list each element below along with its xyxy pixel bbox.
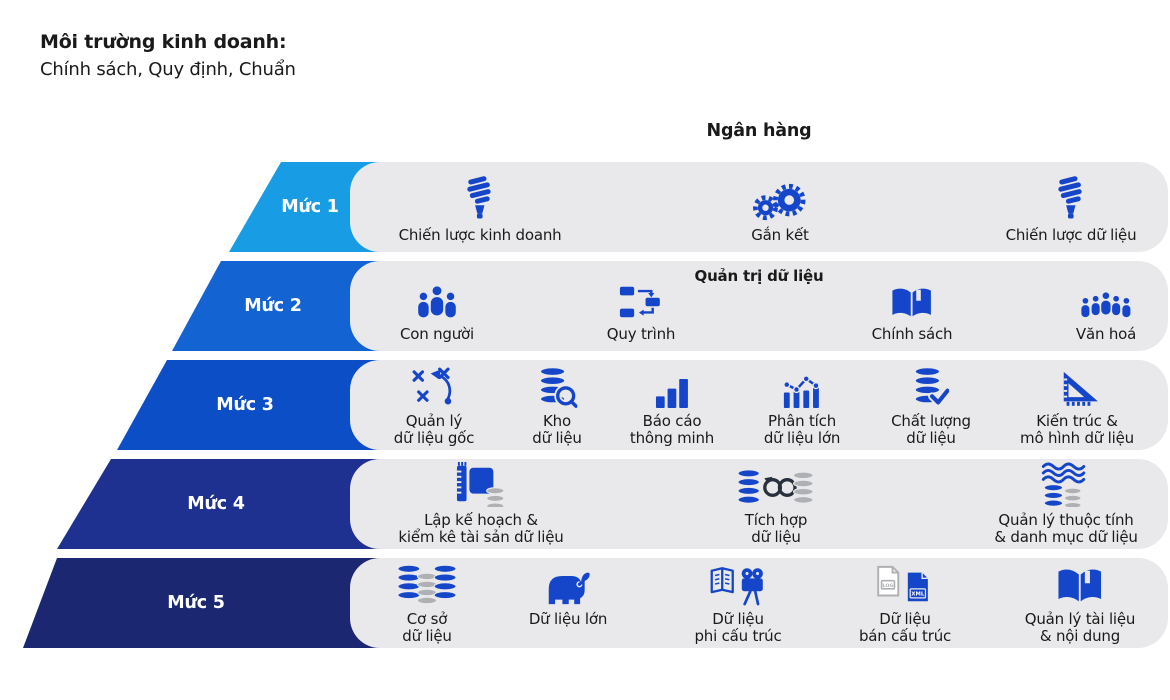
level-2-label: Mức 2 xyxy=(244,296,302,316)
book-camera-icon xyxy=(707,560,769,606)
capability-item: Kho dữ liệu xyxy=(532,360,582,447)
capability-item: Phân tích dữ liệu lớn xyxy=(764,360,840,446)
capability-label: Báo cáo thông minh xyxy=(629,412,715,447)
gears-icon xyxy=(752,165,809,222)
capability-item: Chiến lược dữ liệu xyxy=(1006,162,1137,244)
svg-text:LOG: LOG xyxy=(883,583,894,589)
chart-analytics-icon xyxy=(781,362,822,408)
capability-item: Văn hoá xyxy=(1076,261,1136,343)
svg-text:XML: XML xyxy=(911,592,924,598)
bank-label: Ngân hàng xyxy=(706,121,812,141)
level-1-label: Mức 1 xyxy=(281,197,339,217)
capability-label: Chiến lược kinh doanh xyxy=(398,226,562,244)
db-check-icon xyxy=(913,362,949,408)
capability-label: Kiến trúc & mô hình dữ liệu xyxy=(1020,412,1134,447)
attribute-mgmt-icon xyxy=(1039,461,1093,507)
data-governance-title: Quản trị dữ liệu xyxy=(694,267,824,285)
capability-label: Chiến lược dữ liệu xyxy=(1005,226,1137,244)
level-4-label: Mức 4 xyxy=(187,494,245,514)
level-5-label: Mức 5 xyxy=(167,593,225,613)
bar-chart-icon xyxy=(654,362,691,408)
level-4-items: Lập kế hoạch & kiểm kê tài sản dữ liệu Tí… xyxy=(0,459,1170,549)
capability-item: Con người xyxy=(400,261,474,343)
people-5-icon xyxy=(1079,264,1133,321)
capability-item: LOG XML Dữ liệu bán cấu trúc xyxy=(859,558,951,644)
capability-label: Tích hợp dữ liệu xyxy=(744,511,808,546)
capability-label: Chất lượng dữ liệu xyxy=(891,412,971,447)
capability-label: Dữ liệu bán cấu trúc xyxy=(858,610,952,645)
capability-item: Dữ liệu phi cấu trúc xyxy=(694,558,782,645)
capability-label: Cơ sở dữ liệu xyxy=(402,610,452,645)
capability-item: Kiến trúc & mô hình dữ liệu xyxy=(1020,360,1134,446)
capability-item: Cơ sở dữ liệu xyxy=(396,558,458,644)
level-5-items: Cơ sở dữ liệu Dữ liệu lớn Dữ liệu phi cấu … xyxy=(0,558,1170,648)
databases-icon xyxy=(396,560,458,606)
level-3-items: Quản lý dữ liệu gốc Kho dữ liệu Báo cáo th… xyxy=(0,360,1170,450)
capability-item: Quản lý dữ liệu gốc xyxy=(394,360,474,446)
business-environment-note: Môi trường kinh doanh: Chính sách, Quy đ… xyxy=(40,30,296,83)
capability-item: Dữ liệu lớn xyxy=(529,558,607,628)
capability-label: Dữ liệu phi cấu trúc xyxy=(694,610,782,645)
open-book-icon xyxy=(890,264,934,321)
capability-label: Quản lý tài liệu & nội dung xyxy=(1024,610,1136,645)
level-2-row: Mức 2 Quản trị dữ liệu Con người Quy trìn… xyxy=(0,261,1170,351)
people-3-icon xyxy=(413,264,461,321)
level-5-row: Mức 5 Cơ sở dữ liệu Dữ liệu lớn Dữ liệu ph… xyxy=(0,558,1170,648)
db-integration-icon xyxy=(737,461,815,507)
capability-item: Gắn kết xyxy=(751,162,809,244)
level-2-tray xyxy=(350,261,1168,351)
db-search-icon xyxy=(537,362,577,408)
capability-label: Chính sách xyxy=(871,325,953,343)
capability-label: Quản lý dữ liệu gốc xyxy=(393,412,475,447)
capability-item: Quản lý thuộc tính & danh mục dữ liệu xyxy=(994,459,1138,546)
capability-item: Lập kế hoạch & kiểm kê tài sản dữ liệu xyxy=(398,459,564,546)
capability-label: Dữ liệu lớn xyxy=(528,610,608,628)
capability-item: Tích hợp dữ liệu xyxy=(737,459,815,545)
log-xml-icon: LOG XML xyxy=(875,560,935,606)
cfl-bulb-icon xyxy=(1055,165,1087,222)
capability-label: Quản lý thuộc tính & danh mục dữ liệu xyxy=(994,511,1138,546)
capability-item: Báo cáo thông minh xyxy=(630,360,714,446)
capability-label: Phân tích dữ liệu lớn xyxy=(763,412,841,447)
capability-item: Chiến lược kinh doanh xyxy=(399,162,562,244)
planning-assets-icon xyxy=(453,461,508,507)
strategy-icon xyxy=(411,362,457,408)
set-square-icon xyxy=(1055,362,1099,408)
capability-label: Lập kế hoạch & kiểm kê tài sản dữ liệu xyxy=(398,511,564,546)
level-4-row: Mức 4 Lập kế hoạch & kiểm kê tài sản dữ … xyxy=(0,459,1170,549)
level-3-row: Mức 3 Quản lý dữ liệu gốc Kho dữ liệu Báo … xyxy=(0,360,1170,450)
capability-item: Quản lý tài liệu & nội dung xyxy=(1025,558,1135,644)
capability-label: Kho dữ liệu xyxy=(532,412,582,447)
level-3-label: Mức 3 xyxy=(216,395,274,415)
capability-label: Con người xyxy=(399,325,475,343)
environment-subtitle: Chính sách, Quy định, Chuẩn xyxy=(40,59,296,80)
elephant-icon xyxy=(543,560,593,606)
capability-item: Chất lượng dữ liệu xyxy=(891,360,971,446)
capability-item: Quy trình xyxy=(607,261,675,343)
solid-book-icon xyxy=(1055,560,1105,606)
environment-title: Môi trường kinh doanh: xyxy=(40,31,287,53)
level-1-items: Chiến lược kinh doanh Gắn kết Chiến lược d… xyxy=(0,162,1170,252)
capability-label: Quy trình xyxy=(606,325,676,343)
capability-label: Gắn kết xyxy=(751,226,809,244)
flowchart-icon xyxy=(618,264,664,321)
capability-item: Chính sách xyxy=(872,261,953,343)
cfl-bulb-icon xyxy=(464,165,496,222)
capability-label: Văn hoá xyxy=(1075,325,1137,343)
level-3-tray xyxy=(350,360,1168,450)
level-2-items: Con người Quy trình Chính sách Văn hoá xyxy=(0,261,1170,351)
